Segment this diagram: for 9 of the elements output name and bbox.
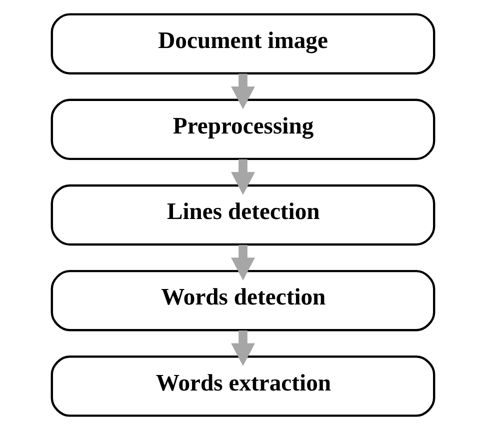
node-box: Words detection bbox=[50, 270, 435, 332]
node-box: Lines detection bbox=[50, 184, 435, 246]
arrow bbox=[230, 159, 254, 195]
node-box: Words extraction bbox=[50, 356, 435, 417]
arrow bbox=[230, 244, 254, 280]
arrow bbox=[230, 330, 254, 366]
node-box: Preprocessing bbox=[50, 98, 435, 160]
node-box: Document image bbox=[50, 13, 435, 74]
arrow bbox=[230, 74, 254, 110]
